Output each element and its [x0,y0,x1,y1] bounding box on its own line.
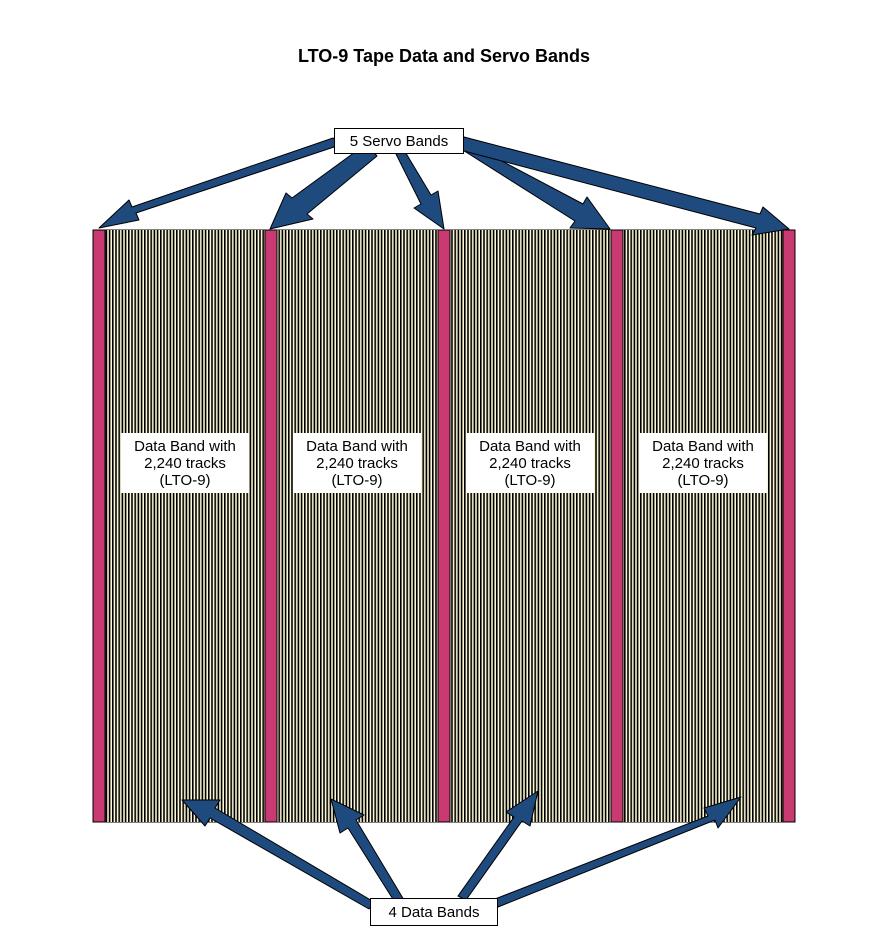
servo-arrow-3 [395,149,445,230]
servo-band-3 [437,229,451,823]
servo-arrows [98,136,790,236]
data-arrow-2 [330,798,405,905]
data-band-label-line: Data Band with [134,437,236,455]
data-arrow-3 [457,790,539,901]
data-band-label-line: (LTO-9) [331,471,383,489]
data-band-label: Data Band with 2,240 tracks (LTO-9) [466,433,594,493]
servo-band-5 [782,229,796,823]
data-band-label: Data Band with 2,240 tracks (LTO-9) [293,433,421,493]
data-band-label-line: 2,240 tracks [144,454,226,472]
data-band-label-line: 2,240 tracks [316,454,398,472]
data-band-1 [105,230,265,822]
servo-band-1 [92,229,106,823]
data-band-label-line: (LTO-9) [504,471,556,489]
data-band-4 [623,230,783,822]
data-band-label-line: (LTO-9) [159,471,211,489]
data-band-3 [450,230,611,822]
data-arrow-1 [181,799,375,910]
data-band-label-line: 2,240 tracks [489,454,571,472]
data-band-label-line: 2,240 tracks [662,454,744,472]
diagram-title: LTO-9 Tape Data and Servo Bands [297,46,591,66]
data-arrow-4 [494,796,742,908]
data-band-label: Data Band with 2,240 tracks (LTO-9) [639,433,767,493]
data-bands-label: 4 Data Bands [370,898,498,926]
servo-arrow-5 [459,136,790,236]
servo-arrow-2 [269,143,378,230]
servo-arrow-1 [98,137,337,229]
data-band-label-line: (LTO-9) [677,471,729,489]
data-band-label-line: Data Band with [479,437,581,455]
data-band-label: Data Band with 2,240 tracks (LTO-9) [121,433,249,493]
data-band-2 [277,230,438,822]
data-band-label-line: Data Band with [306,437,408,455]
servo-band-4 [610,229,624,823]
servo-bands-label: 5 Servo Bands [334,128,464,154]
servo-band-2 [264,229,278,823]
data-band-label-line: Data Band with [652,437,754,455]
data-arrows [181,790,742,910]
